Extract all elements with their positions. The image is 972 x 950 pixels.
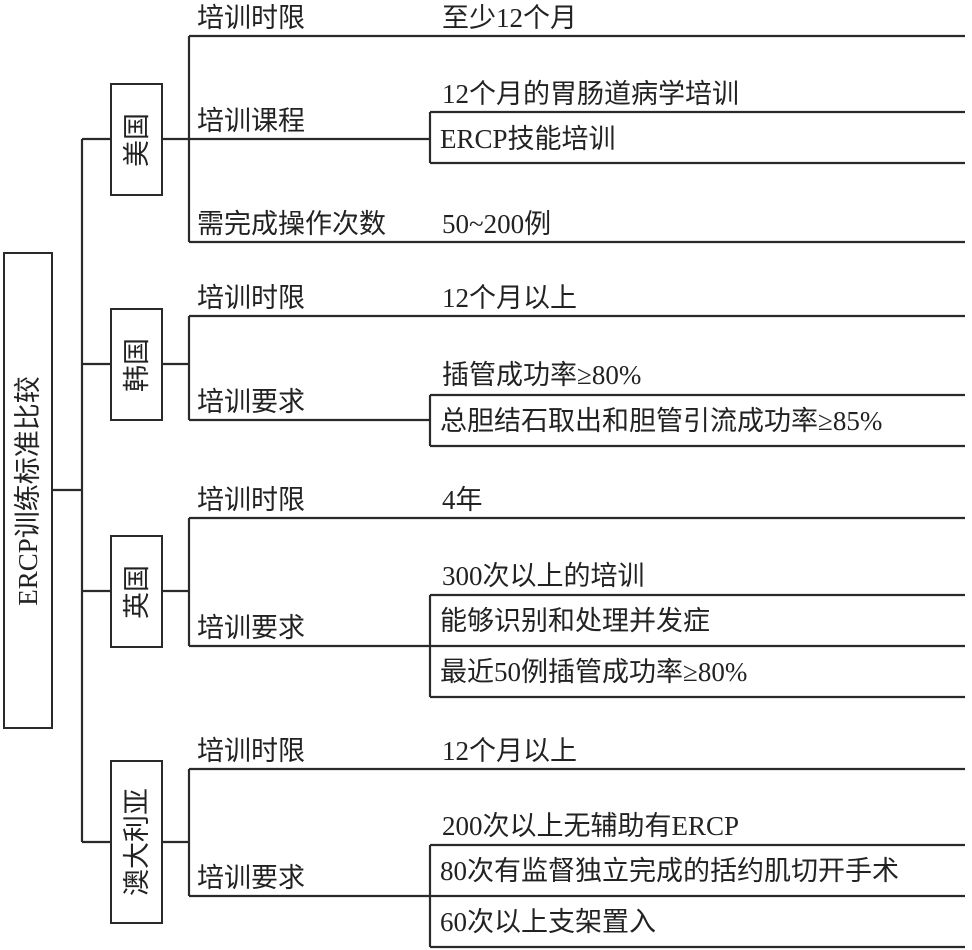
row-value: ERCP技能培训	[440, 124, 616, 154]
row-label: 培训要求	[197, 387, 305, 417]
row-label: 需完成操作次数	[197, 209, 386, 239]
row-value: 60次以上支架置入	[440, 907, 656, 937]
root-label: ERCP训练标准比较	[13, 375, 43, 606]
row-value: 200次以上无辅助有ERCP	[442, 811, 740, 841]
australia-branch	[162, 767, 965, 949]
country-australia: 澳大利亚	[110, 760, 163, 924]
row-label: 培训时限	[197, 3, 305, 33]
row-value: 插管成功率≥80%	[442, 360, 642, 390]
row-label: 培训课程	[197, 106, 305, 136]
country-uk: 英国	[110, 535, 163, 648]
row-label: 培训要求	[197, 613, 305, 643]
row-value: 4年	[442, 485, 483, 515]
row-value: 12个月以上	[442, 736, 577, 766]
row-value: 12个月以上	[442, 283, 577, 313]
country-label: 美国	[121, 112, 152, 167]
root-node: ERCP训练标准比较	[3, 252, 53, 729]
row-value: 总胆结石取出和胆管引流成功率≥85%	[440, 406, 883, 436]
row-label: 培训要求	[197, 863, 305, 893]
row-label: 培训时限	[197, 485, 305, 515]
country-label: 澳大利亚	[121, 788, 152, 896]
korea-branch	[162, 314, 965, 448]
row-value: 12个月的胃肠道病学培训	[442, 79, 739, 109]
uk-branch	[162, 516, 965, 699]
country-label: 韩国	[121, 337, 152, 392]
usa-branch	[162, 34, 965, 244]
row-value: 最近50例插管成功率≥80%	[440, 657, 748, 687]
row-value: 至少12个月	[442, 3, 577, 33]
row-label: 培训时限	[197, 736, 305, 766]
country-label: 英国	[121, 564, 152, 619]
row-value: 80次有监督独立完成的括约肌切开手术	[440, 856, 899, 886]
row-value: 300次以上的培训	[442, 561, 645, 591]
country-korea: 韩国	[110, 308, 163, 421]
trunk-line	[52, 137, 110, 844]
row-value: 能够识别和处理并发症	[440, 606, 710, 636]
row-value: 50~200例	[442, 209, 552, 239]
country-usa: 美国	[110, 83, 163, 196]
row-label: 培训时限	[197, 283, 305, 313]
